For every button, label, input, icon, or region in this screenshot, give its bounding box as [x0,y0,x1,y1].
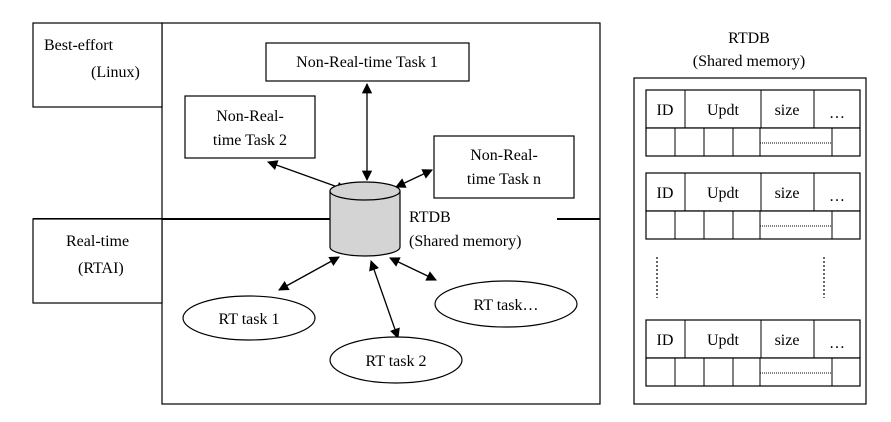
rtdb-title: RTDB [409,209,451,226]
record-1-size: size [775,102,800,119]
non-rt-task-n-label-line2: time Task n [467,171,541,188]
record-2-size: size [775,185,800,202]
linux-label: (Linux) [91,64,140,81]
arrow-rt2-rtdb [369,260,400,339]
arrow-rt1-rtdb [278,256,340,291]
non-rt-task-1-label: Non-Real-time Task 1 [296,54,438,71]
real-time-label: Real-time [66,233,129,250]
record-block-2: ID Updt size … [645,172,861,240]
record-3-more: … [829,335,845,352]
rt-task-2: RT task 2 [329,336,463,384]
non-rt-task-1: Non-Real-time Task 1 [265,42,470,82]
record-2-updt: Updt [707,185,740,202]
non-rt-task-2-label-line1: Non-Real- [216,108,284,125]
record-block-3: ID Updt size … [645,319,861,387]
non-rt-task-n: Non-Real- time Task n [433,135,575,199]
non-rt-task-n-label-line1: Non-Real- [470,147,538,164]
rtai-label: (RTAI) [78,260,124,277]
memory-panel-title: RTDB [728,30,770,47]
record-3-size: size [775,332,800,349]
rt-task-1-label: RT task 1 [219,311,280,328]
system-frame [161,22,601,405]
rt-task-more: RT task… [434,280,578,328]
record-1-id: ID [657,102,674,119]
best-effort-label: Best-effort [44,37,114,54]
best-effort-zone: Best-effort (Linux) [32,22,163,108]
rtdb-subtitle: (Shared memory) [409,233,521,250]
arrow-task2-rtdb [267,160,347,192]
record-2-id: ID [657,185,674,202]
rtdb-cylinder [329,181,401,257]
non-rt-task-2-label-line2: time Task 2 [213,132,287,149]
record-3-id: ID [657,332,674,349]
real-time-zone: Real-time (RTAI) [32,218,163,304]
record-1-updt: Updt [707,102,740,119]
record-block-1: ID Updt size … [645,89,861,157]
rt-task-1: RT task 1 [182,295,316,341]
rt-task-2-label: RT task 2 [366,353,427,370]
arrow-taskn-rtdb [395,169,433,188]
memory-panel-subtitle: (Shared memory) [693,53,805,70]
record-1-more: … [829,105,845,122]
rtdb-memory-frame [633,77,867,405]
record-3-updt: Updt [707,332,740,349]
rt-task-more-label: RT task… [474,297,539,314]
record-2-more: … [829,188,845,205]
arrow-rt-more-rtdb [389,257,437,281]
non-rt-task-2: Non-Real- time Task 2 [184,95,316,159]
connection-arrows [267,82,437,339]
